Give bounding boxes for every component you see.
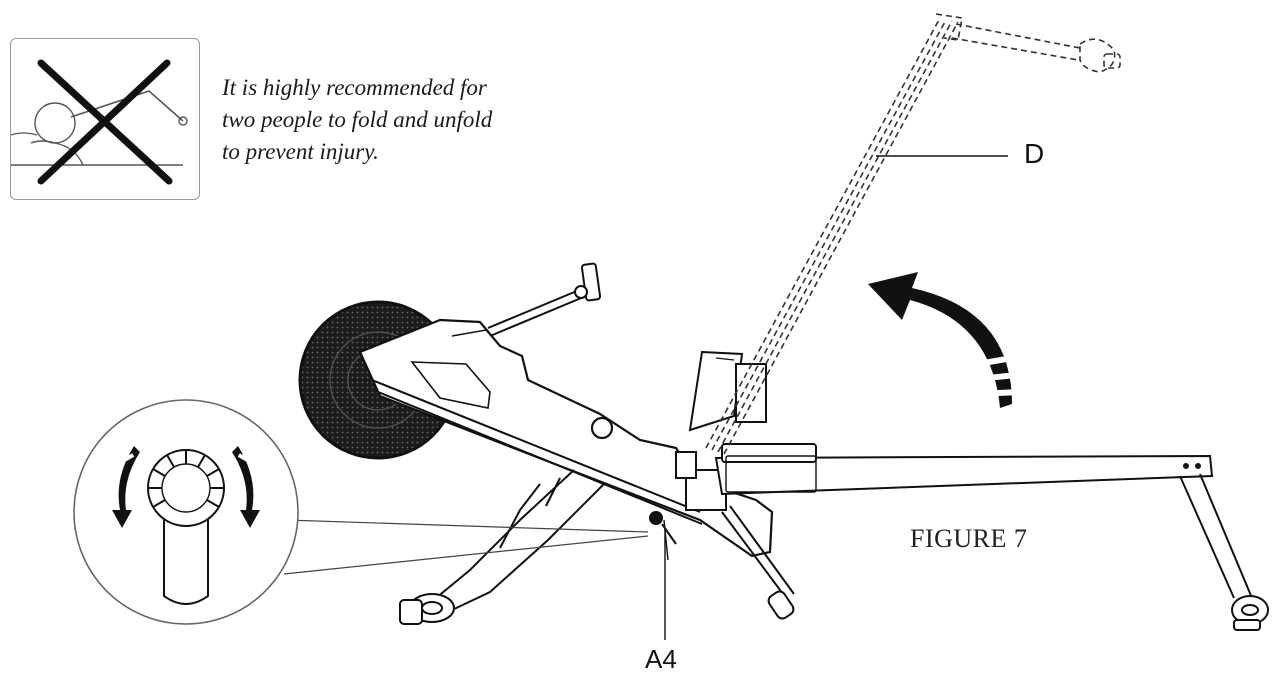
warning-line-2: two people to fold and unfold <box>222 107 493 132</box>
warning-line-1: It is highly recommended for <box>222 75 487 100</box>
warning-message: It is highly recommended for two people … <box>222 72 562 168</box>
callout-label-d: D <box>1024 138 1045 169</box>
front-leg <box>399 469 605 625</box>
rotate-left-arrow-icon <box>112 446 140 528</box>
front-handle <box>487 262 602 337</box>
callout-label-a4: A4 <box>645 644 677 674</box>
knob-detail-circle <box>73 399 299 625</box>
fold-direction-arrow <box>868 272 1015 408</box>
figure-caption: FIGURE 7 <box>910 524 1028 553</box>
detail-callout-cone <box>283 519 649 575</box>
foot-plate <box>688 350 767 432</box>
rear-leg <box>1179 473 1269 631</box>
rear-rail <box>714 443 1214 496</box>
warning-pictogram <box>10 38 200 200</box>
rail-folding-dashed <box>705 13 1121 455</box>
joint-leg <box>721 505 795 620</box>
no-single-person-icon <box>11 59 188 185</box>
rotate-right-arrow-icon <box>232 446 260 528</box>
warning-line-3: to prevent injury. <box>222 139 379 164</box>
main-beam-tilted <box>371 379 703 525</box>
